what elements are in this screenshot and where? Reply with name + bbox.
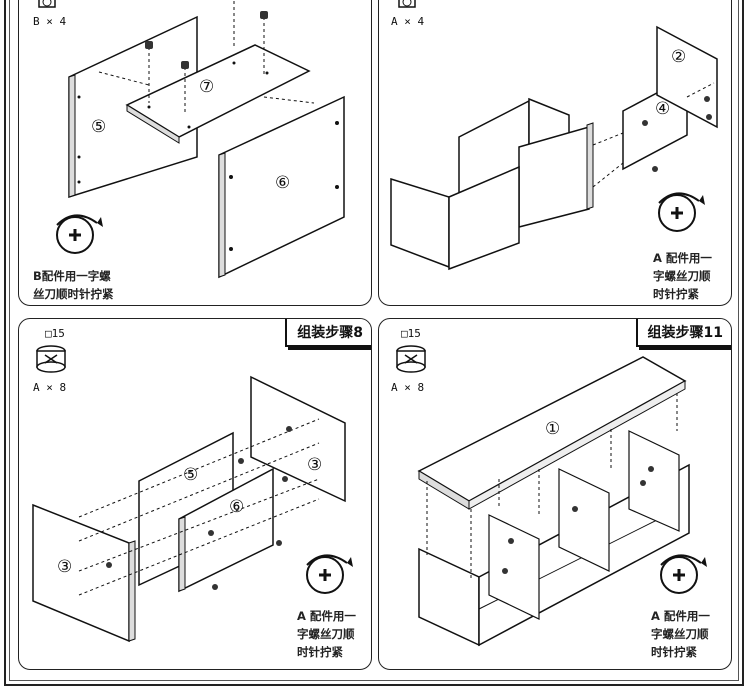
assembly-diagram-top-right [390, 0, 718, 271]
cam-lock-icon [38, 0, 56, 8]
panel-step-top-left: B × 4 ⑤ ⑦ ⑥ B配件用一字螺 丝刀顺时针拧紧 [18, 0, 372, 306]
page-frame [4, 0, 744, 686]
fitting-code: □15 [401, 327, 421, 340]
part-label: ③ [307, 455, 323, 475]
instruction-note: B配件用一字螺 丝刀顺时针拧紧 [33, 267, 114, 303]
instruction-line: 时针拧紧 [651, 645, 697, 659]
cam-lock-icon [36, 345, 66, 373]
panel-step-top-right: A × 4 ② ④ A 配件用一 字螺丝刀顺 时针拧紧 [378, 0, 732, 306]
instruction-line: A 配件用一 [653, 251, 712, 265]
instruction-line: A 配件用一 [297, 609, 356, 623]
step-title: 组装步骤11 [635, 319, 731, 347]
part-label: ⑥ [229, 497, 245, 517]
part-label: ⑤ [91, 117, 107, 137]
rotate-clockwise-icon [306, 554, 353, 594]
page-inner-frame [9, 0, 739, 681]
rotate-clockwise-icon [56, 214, 103, 254]
part-label: ⑥ [275, 173, 291, 193]
fitting-quantity: A × 4 [391, 15, 425, 28]
part-label: ② [671, 47, 687, 67]
cam-lock-icon [396, 345, 426, 373]
assembly-diagram-step-11 [396, 345, 707, 647]
fitting-code: □15 [45, 327, 65, 340]
step-title: 组装步骤8 [285, 319, 371, 347]
part-label: ⑤ [183, 465, 199, 485]
instruction-note: A 配件用一 字螺丝刀顺 时针拧紧 [651, 607, 710, 661]
instruction-note: A 配件用一 字螺丝刀顺 时针拧紧 [297, 607, 356, 661]
fitting-quantity: A × 8 [391, 381, 425, 394]
part-label: ④ [655, 99, 671, 119]
cam-lock-icon [398, 0, 416, 8]
part-label: ⑦ [199, 77, 215, 97]
fitting-quantity: A × 8 [33, 381, 67, 394]
instruction-line: 时针拧紧 [297, 645, 343, 659]
instruction-line: 字螺丝刀顺 [651, 627, 709, 641]
part-label: ③ [57, 557, 73, 577]
assembly-diagram-step-8 [32, 345, 353, 643]
rotate-clockwise-icon [658, 192, 705, 232]
instruction-note: A 配件用一 字螺丝刀顺 时针拧紧 [653, 249, 712, 303]
assembly-diagram-top-left [38, 0, 345, 279]
instruction-line: A 配件用一 [651, 609, 710, 623]
instruction-line: 时针拧紧 [653, 287, 699, 301]
panel-step-8: 组装步骤8 □15 A × 8 ⑤ [18, 318, 372, 670]
instruction-line: 字螺丝刀顺 [653, 269, 711, 283]
instruction-line: B配件用一字螺 [33, 269, 111, 283]
rotate-clockwise-icon [660, 554, 707, 594]
panel-step-11: 组装步骤11 [378, 318, 732, 670]
instruction-line: 字螺丝刀顺 [297, 627, 355, 641]
instruction-line: 丝刀顺时针拧紧 [33, 287, 114, 301]
part-label: ① [545, 419, 561, 439]
fitting-quantity: B × 4 [33, 15, 67, 28]
